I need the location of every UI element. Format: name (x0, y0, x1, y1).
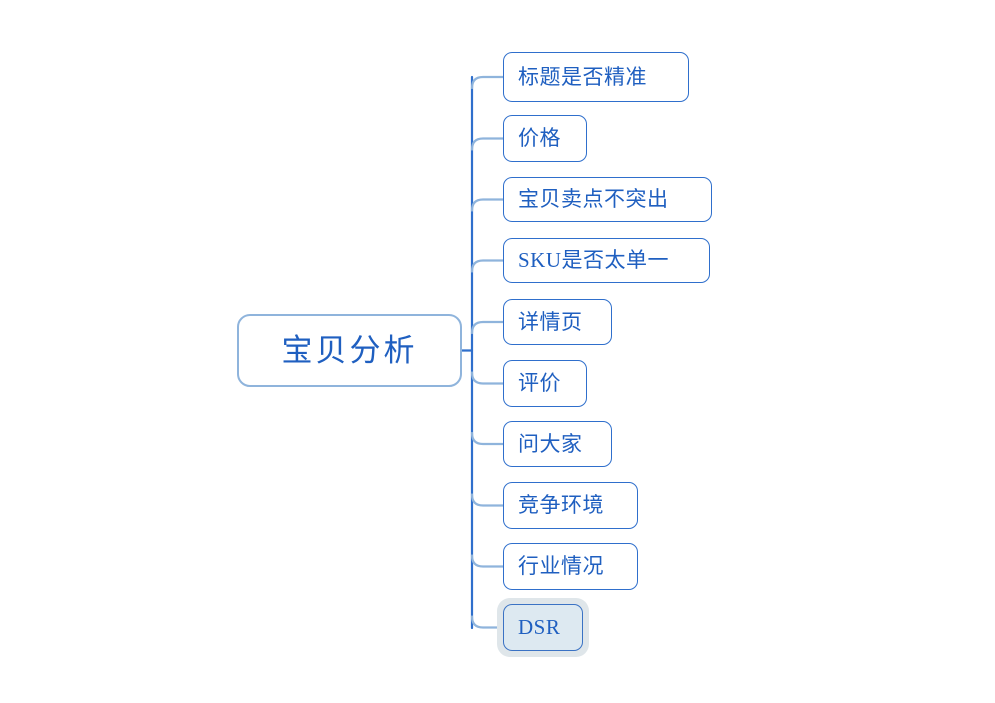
node-label-reviews: 评价 (518, 372, 561, 395)
node-label-title-accuracy: 标题是否精准 (518, 65, 647, 89)
connector-branch-competition (470, 493, 505, 507)
node-label-industry: 行业情况 (518, 555, 604, 578)
connector-branch-detail-page (470, 320, 505, 335)
connector-branch-price (470, 137, 505, 151)
root-node-baobei-fenxi[interactable]: 宝贝分析 (237, 314, 462, 387)
node-label-sku: SKU是否太单一 (518, 248, 670, 272)
connector-branch-industry (470, 554, 505, 568)
node-label-selling-point: 宝贝卖点不突出 (518, 188, 669, 211)
node-dsr[interactable]: DSR (503, 604, 583, 651)
node-label-price: 价格 (518, 127, 561, 150)
node-label-dsr: DSR (518, 615, 561, 639)
node-sku[interactable]: SKU是否太单一 (503, 238, 710, 283)
node-label-competition: 竞争环境 (518, 494, 604, 517)
root-node-label: 宝贝分析 (281, 333, 418, 368)
node-label-ask-everyone: 问大家 (518, 432, 583, 456)
connector-branch-ask-everyone (470, 431, 505, 446)
connector-branch-title-accuracy (470, 75, 505, 90)
connector-branch-selling-point (470, 198, 505, 212)
node-competition[interactable]: 竞争环境 (503, 482, 638, 529)
connector-branch-sku (470, 259, 505, 273)
node-industry[interactable]: 行业情况 (503, 543, 638, 590)
node-ask-everyone[interactable]: 问大家 (503, 421, 612, 467)
node-label-detail-page: 详情页 (518, 310, 583, 334)
node-selling-point[interactable]: 宝贝卖点不突出 (503, 177, 712, 222)
connector-branch-reviews (470, 371, 505, 385)
node-reviews[interactable]: 评价 (503, 360, 587, 407)
node-price[interactable]: 价格 (503, 115, 587, 162)
node-title-accuracy[interactable]: 标题是否精准 (503, 52, 689, 102)
node-detail-page[interactable]: 详情页 (503, 299, 612, 345)
